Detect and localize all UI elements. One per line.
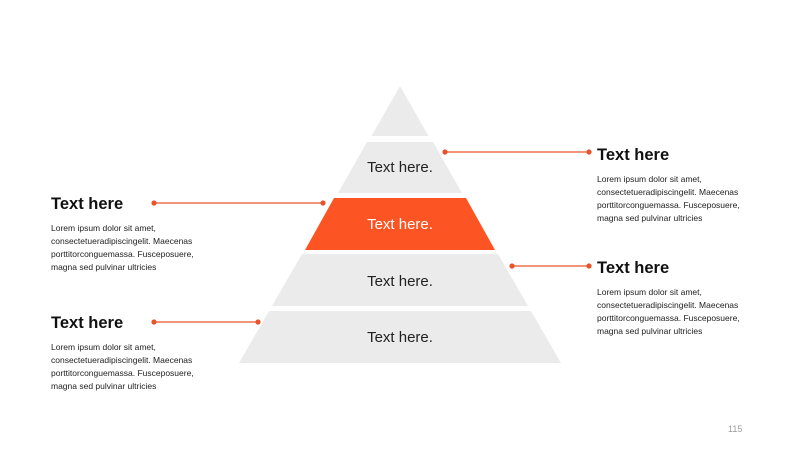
connector-dot	[151, 319, 157, 325]
connector-dot	[442, 149, 448, 155]
connector-dot	[509, 263, 515, 269]
callout-right-bottom: Text here Lorem ipsum dolor sit amet, co…	[597, 258, 757, 338]
pyramid-tier-1	[371, 86, 429, 136]
callout-left-bottom: Text here Lorem ipsum dolor sit amet, co…	[51, 313, 211, 393]
pyramid-tier-2-label: Text here.	[367, 159, 433, 176]
connector-dot	[586, 263, 592, 269]
callout-title: Text here	[597, 259, 670, 277]
pyramid-tier-4-label: Text here.	[367, 273, 433, 290]
pyramid-tier-4	[272, 254, 528, 306]
callout-body: Lorem ipsum dolor sit amet, consectetuer…	[51, 223, 194, 272]
pyramid-tier-5-label: Text here.	[367, 329, 433, 346]
callout-body: Lorem ipsum dolor sit amet, consectetuer…	[597, 174, 740, 223]
page-number: 115	[728, 424, 743, 434]
callout-body: Lorem ipsum dolor sit amet, consectetuer…	[51, 342, 194, 391]
callout-title: Text here	[597, 146, 670, 164]
pyramid-tier-3-label: Text here.	[367, 216, 433, 233]
callout-title: Text here	[51, 195, 124, 213]
connector-dot	[255, 319, 261, 325]
connector-dot	[320, 200, 326, 206]
connector-dot	[151, 200, 157, 206]
callout-title: Text here	[51, 314, 124, 332]
callout-body: Lorem ipsum dolor sit amet, consectetuer…	[597, 287, 740, 336]
pyramid-tier-5	[239, 311, 561, 363]
pyramid-tier-2	[338, 142, 462, 193]
pyramid-tier-3	[305, 198, 495, 250]
callout-right-top: Text here Lorem ipsum dolor sit amet, co…	[597, 145, 757, 225]
callout-left-top: Text here Lorem ipsum dolor sit amet, co…	[51, 194, 211, 274]
connector-dot	[586, 149, 592, 155]
